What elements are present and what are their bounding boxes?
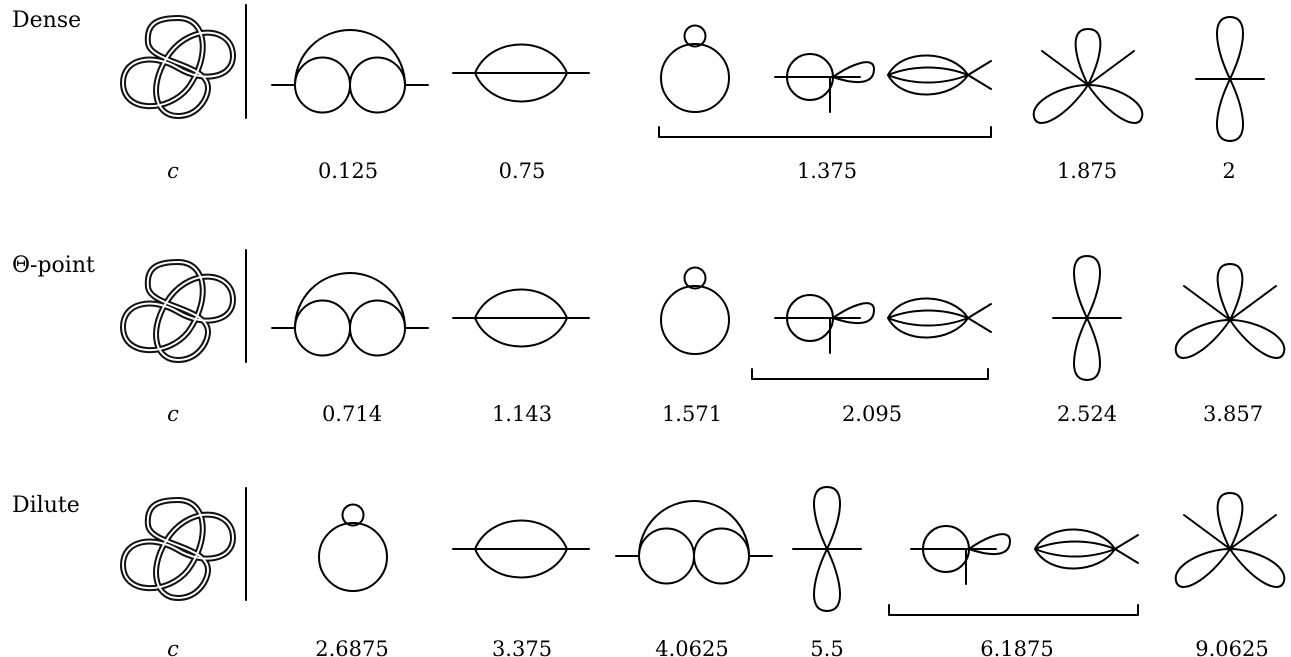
circle-loop-diagram-icon bbox=[774, 53, 875, 113]
value-label: 1.875 bbox=[1057, 159, 1117, 183]
value-label: 9.0625 bbox=[1195, 637, 1268, 657]
value-label: 2 bbox=[1222, 159, 1235, 183]
three-petal-flower-icon bbox=[1032, 28, 1144, 124]
value-label: 5.5 bbox=[810, 637, 843, 657]
group-bracket bbox=[888, 604, 1139, 616]
sunset-diagram-icon bbox=[271, 272, 429, 357]
circle-loop-diagram-icon bbox=[774, 294, 875, 354]
row-label-dense: Dense bbox=[12, 8, 81, 33]
tadpole-diagram-icon bbox=[318, 503, 388, 592]
fish-diagram-icon bbox=[887, 54, 992, 96]
trefoil-knot-icon bbox=[123, 262, 233, 360]
value-label: 3.375 bbox=[492, 637, 552, 657]
row-theta-point: Θ-point c 0.714 1.143 1.571 2.095 2.524 … bbox=[12, 249, 1286, 426]
fish-diagram-icon bbox=[1034, 528, 1139, 570]
row-label-dilute: Dilute bbox=[12, 493, 80, 518]
figure-eight-icon bbox=[1052, 255, 1122, 381]
theta-diagram-icon bbox=[452, 288, 590, 348]
sunset-diagram-icon bbox=[615, 500, 773, 585]
value-label: 1.375 bbox=[797, 159, 857, 183]
value-label: 6.1875 bbox=[980, 637, 1053, 657]
sunset-diagram-icon bbox=[271, 29, 429, 114]
figure-eight-icon bbox=[1195, 16, 1265, 142]
value-label: 2.095 bbox=[842, 402, 902, 426]
c-label: c bbox=[167, 159, 179, 183]
figure-eight-icon bbox=[792, 486, 862, 612]
value-label: 3.857 bbox=[1203, 402, 1263, 426]
circle-loop-diagram-icon bbox=[910, 525, 1011, 585]
row-dilute: Dilute c 2.6875 3.375 4.0625 5.5 6.1875 … bbox=[12, 486, 1286, 657]
theta-diagram-icon bbox=[452, 43, 590, 103]
value-label: 2.6875 bbox=[315, 637, 388, 657]
value-label: 1.571 bbox=[662, 402, 722, 426]
group-bracket bbox=[658, 126, 992, 138]
row-label-theta-point: Θ-point bbox=[12, 253, 95, 278]
value-label: 0.125 bbox=[318, 159, 378, 183]
theta-diagram-icon bbox=[452, 519, 590, 579]
value-label: 0.714 bbox=[322, 402, 382, 426]
c-label: c bbox=[167, 402, 179, 426]
row-dense: Dense c 0.125 0.75 1.375 1.875 2 bbox=[12, 4, 1265, 183]
trefoil-knot-icon bbox=[123, 500, 233, 598]
three-petal-flower-icon bbox=[1174, 492, 1286, 588]
group-bracket bbox=[751, 368, 989, 380]
value-label: 4.0625 bbox=[655, 637, 728, 657]
value-label: 0.75 bbox=[499, 159, 546, 183]
trefoil-knot-icon bbox=[123, 18, 233, 116]
fish-diagram-icon bbox=[887, 297, 992, 339]
c-label: c bbox=[167, 637, 179, 657]
three-petal-flower-icon bbox=[1174, 263, 1286, 359]
value-label: 2.524 bbox=[1057, 402, 1117, 426]
tadpole-diagram-icon bbox=[660, 266, 730, 355]
tadpole-diagram-icon bbox=[660, 24, 730, 113]
value-label: 1.143 bbox=[492, 402, 552, 426]
